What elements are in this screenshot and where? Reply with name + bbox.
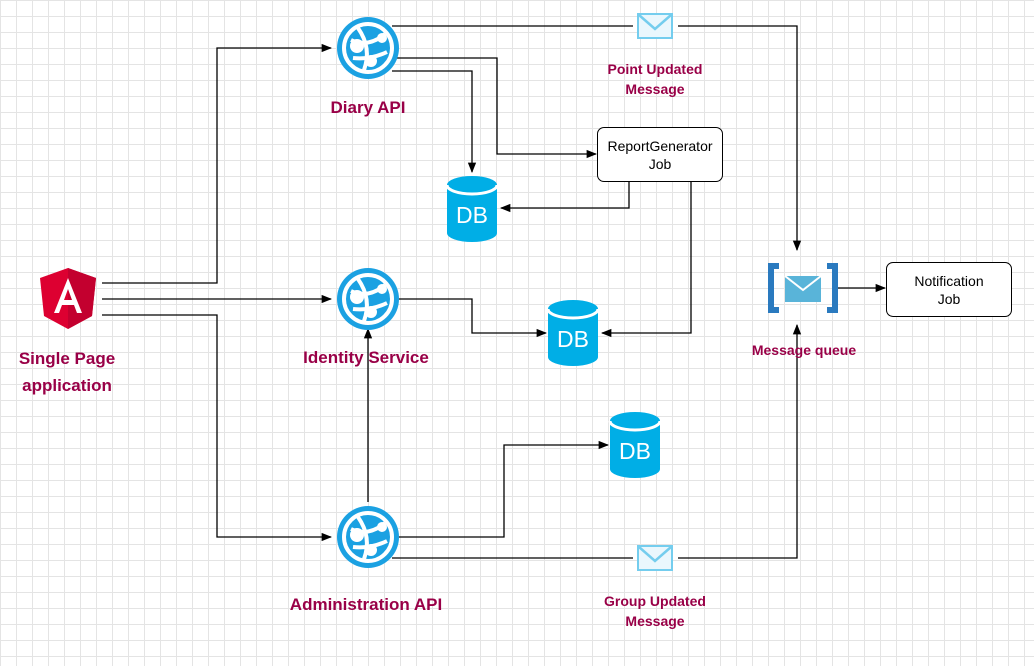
edge-group-message-queue (678, 323, 802, 559)
diary-api-label: Diary API (330, 98, 406, 117)
db1-label: DB (456, 202, 488, 228)
edge-identity-db2 (392, 298, 548, 338)
notification-job-box[interactable]: Notification Job (886, 262, 1012, 317)
group-updated-envelope-icon (635, 543, 675, 573)
angular-icon (40, 268, 96, 329)
point-updated-message-label: Point Updated Message (607, 61, 703, 97)
edge-admin-db3 (392, 440, 610, 538)
edge-diary-db1 (392, 70, 477, 174)
diary-api-web-app-icon (335, 15, 401, 81)
identity-service-label: Identity Service (303, 348, 429, 367)
administration-api-web-app-icon (335, 504, 401, 570)
database-icon-2: DB (546, 298, 600, 368)
spa-label: Single Page application (18, 349, 116, 395)
db2-label: DB (557, 326, 589, 352)
connectors (102, 25, 887, 559)
database-icon-3: DB (608, 410, 662, 480)
report-generator-job-box[interactable]: ReportGenerator Job (597, 127, 723, 182)
group-updated-message-label: Group Updated Message (604, 593, 706, 629)
edge-point-message-queue (678, 25, 802, 252)
queue-icon (768, 263, 838, 313)
point-updated-envelope-icon (635, 11, 675, 41)
edge-report-db1 (499, 181, 630, 213)
identity-service-web-app-icon (335, 266, 401, 332)
edge-spa-admin (102, 314, 333, 542)
administration-api-label: Administration API (289, 595, 443, 614)
edge-spa-diary (102, 43, 333, 284)
message-queue-label: Message queue (751, 342, 857, 358)
edge-report-db2 (600, 181, 692, 338)
database-icon-1: DB (445, 174, 499, 244)
db3-label: DB (619, 438, 651, 464)
edge-diary-report (392, 57, 598, 159)
